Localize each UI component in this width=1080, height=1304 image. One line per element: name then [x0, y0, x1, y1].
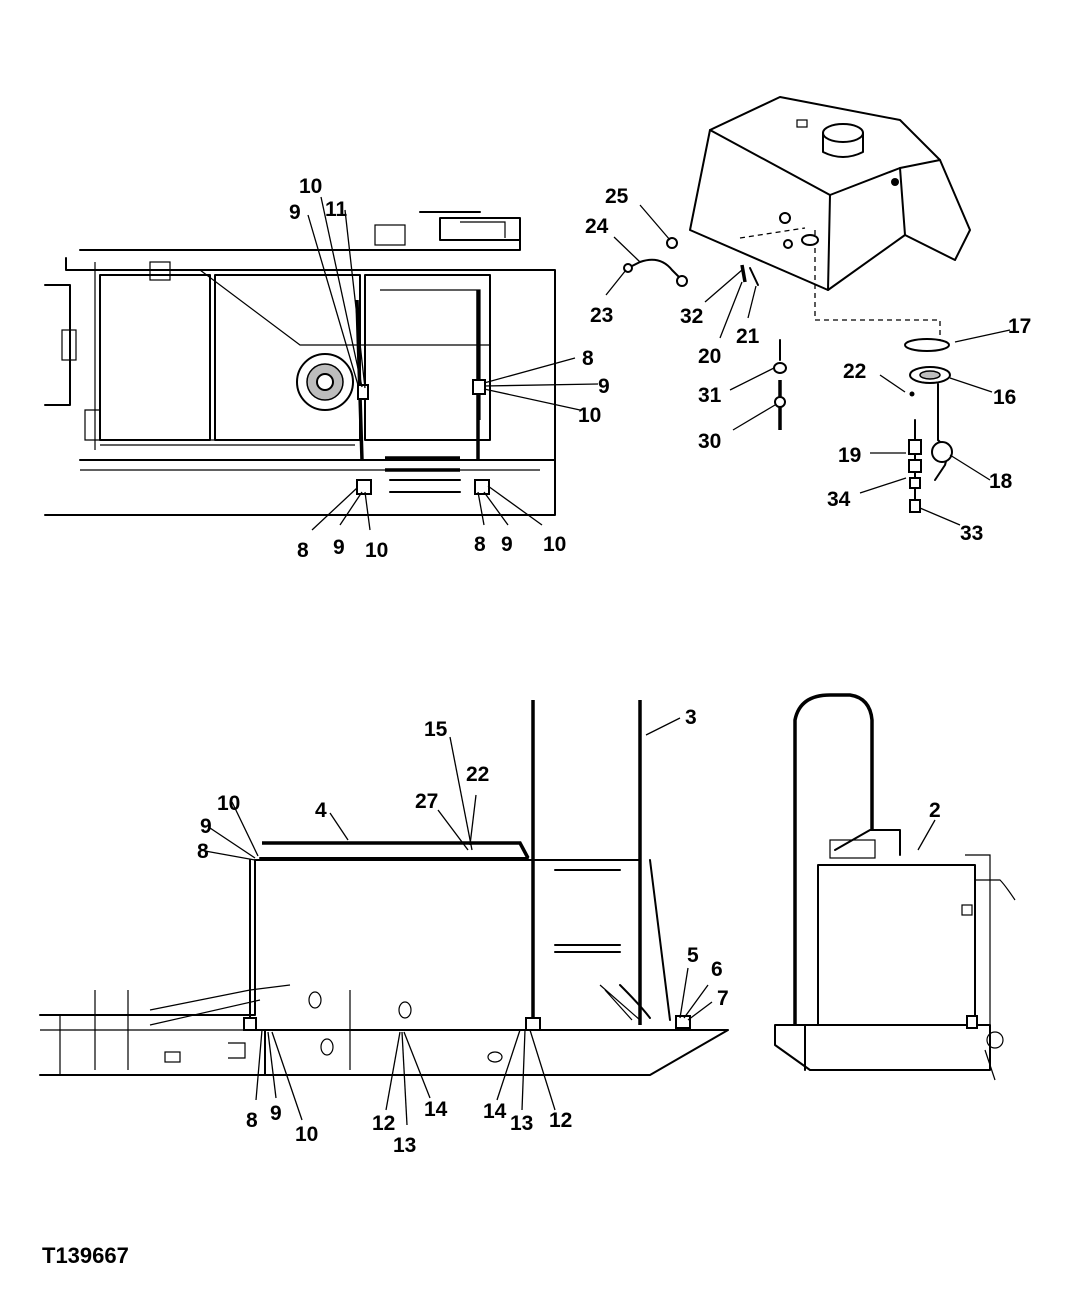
callout-17: 17 [1008, 315, 1031, 338]
callout-10: 10 [299, 175, 322, 198]
callout-4: 4 [315, 799, 327, 822]
callout-8: 8 [197, 840, 209, 863]
callout-2: 2 [929, 799, 941, 822]
callout-27: 27 [415, 790, 438, 813]
callout-23: 23 [590, 304, 613, 327]
side-elevation-view [39, 700, 729, 1076]
figure-id: T139667 [42, 1243, 129, 1268]
callout-10: 10 [543, 533, 566, 556]
callout-14: 14 [483, 1100, 507, 1123]
callout-21: 21 [736, 325, 760, 348]
callout-16: 16 [993, 386, 1016, 409]
callout-7: 7 [717, 987, 729, 1010]
tank-exploded-view [623, 96, 971, 513]
callout-15: 15 [424, 718, 448, 741]
callout-9: 9 [200, 815, 212, 838]
callout-9: 9 [289, 201, 301, 224]
callout-10: 10 [217, 792, 240, 815]
callout-9: 9 [501, 533, 513, 556]
end-elevation-view [774, 693, 1016, 1081]
callout-9: 9 [270, 1102, 282, 1125]
callout-12: 12 [549, 1109, 572, 1132]
callout-5: 5 [687, 944, 699, 967]
callout-10: 10 [365, 539, 388, 562]
callout-8: 8 [297, 539, 309, 562]
callout-6: 6 [711, 958, 723, 981]
callout-3: 3 [685, 706, 697, 729]
callout-11: 11 [325, 198, 348, 221]
callout-24: 24 [585, 215, 609, 238]
callout-8: 8 [474, 533, 486, 556]
callout-30: 30 [698, 430, 721, 453]
callout-12: 12 [372, 1112, 395, 1135]
callout-9: 9 [598, 375, 610, 398]
callout-20: 20 [698, 345, 721, 368]
callout-18: 18 [989, 470, 1013, 493]
leader-lines [204, 196, 1011, 1126]
callout-22: 22 [466, 763, 489, 786]
callout-31: 31 [698, 384, 722, 407]
callout-13: 13 [393, 1134, 416, 1157]
callout-10: 10 [295, 1123, 318, 1146]
callout-34: 34 [827, 488, 851, 511]
callout-25: 25 [605, 185, 629, 208]
callout-19: 19 [838, 444, 861, 467]
callout-32: 32 [680, 305, 703, 328]
callout-14: 14 [424, 1098, 448, 1121]
callout-13: 13 [510, 1112, 533, 1135]
callout-labels: 10 9 11 8 9 10 8 9 10 8 9 10 25 24 23 32… [197, 175, 1031, 1157]
callout-9: 9 [333, 536, 345, 559]
callout-22: 22 [843, 360, 866, 383]
callout-8: 8 [582, 347, 594, 370]
callout-33: 33 [960, 522, 983, 545]
callout-8: 8 [246, 1109, 258, 1132]
top-plan-view [44, 211, 556, 516]
callout-10: 10 [578, 404, 601, 427]
